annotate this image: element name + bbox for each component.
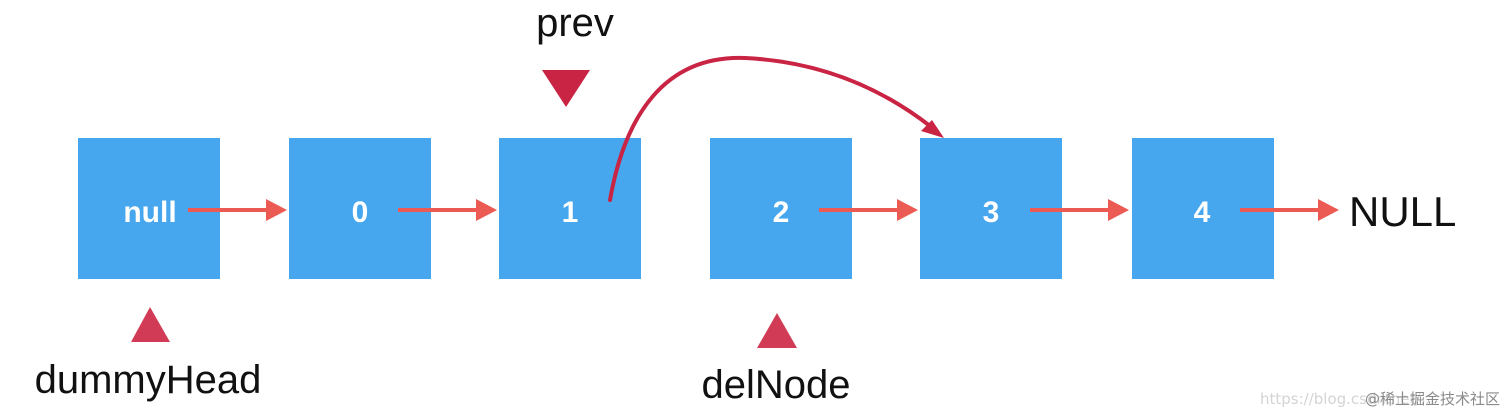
next-arrow — [819, 199, 918, 221]
prev-pointer-label: prev — [536, 1, 614, 45]
node-value: 0 — [352, 196, 369, 229]
dummy-head-label: dummyHead — [35, 358, 262, 402]
del-node-label: delNode — [701, 363, 850, 407]
null-terminal-label: NULL — [1349, 188, 1456, 235]
node-value: 4 — [1194, 196, 1211, 229]
skip-arrow — [608, 55, 944, 202]
next-arrow — [188, 199, 287, 221]
node-value: 2 — [773, 196, 790, 229]
next-arrow — [1240, 199, 1339, 221]
next-arrow — [398, 199, 497, 221]
watermark-url: https://blog.csdn.net/... — [1260, 390, 1435, 408]
node-value: null — [123, 196, 176, 229]
del-node-pointer-marker — [757, 313, 797, 348]
node-value: 3 — [983, 196, 1000, 229]
watermark-brand: @稀土掘金技术社区 — [1365, 390, 1500, 408]
dummy-head-pointer-marker — [131, 307, 170, 342]
node-value: 1 — [562, 196, 579, 229]
next-arrow — [1030, 199, 1129, 221]
prev-pointer-marker — [542, 70, 590, 107]
